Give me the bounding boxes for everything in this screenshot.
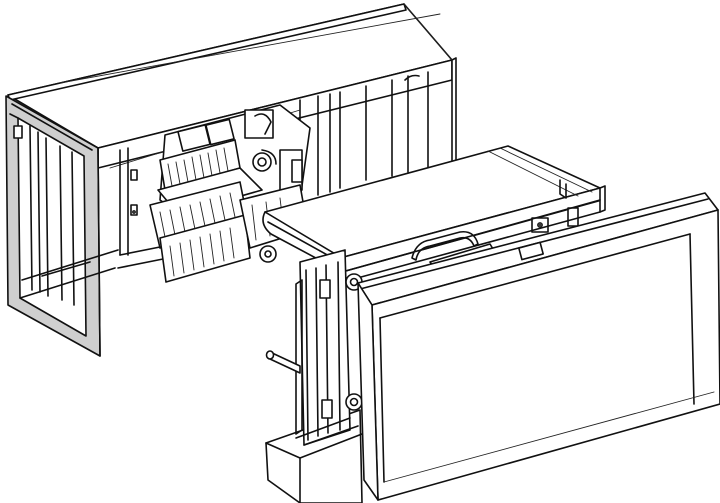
left-end-frame [5, 95, 119, 357]
base-tray [265, 249, 363, 503]
fixing-screws [345, 273, 363, 411]
front-cover-panel [357, 192, 720, 501]
frame-slots [29, 125, 75, 306]
rotary-handles [177, 109, 303, 191]
terminal-row-bottom [159, 214, 251, 283]
guide-rod [265, 350, 301, 374]
sliding-cover [262, 145, 606, 281]
